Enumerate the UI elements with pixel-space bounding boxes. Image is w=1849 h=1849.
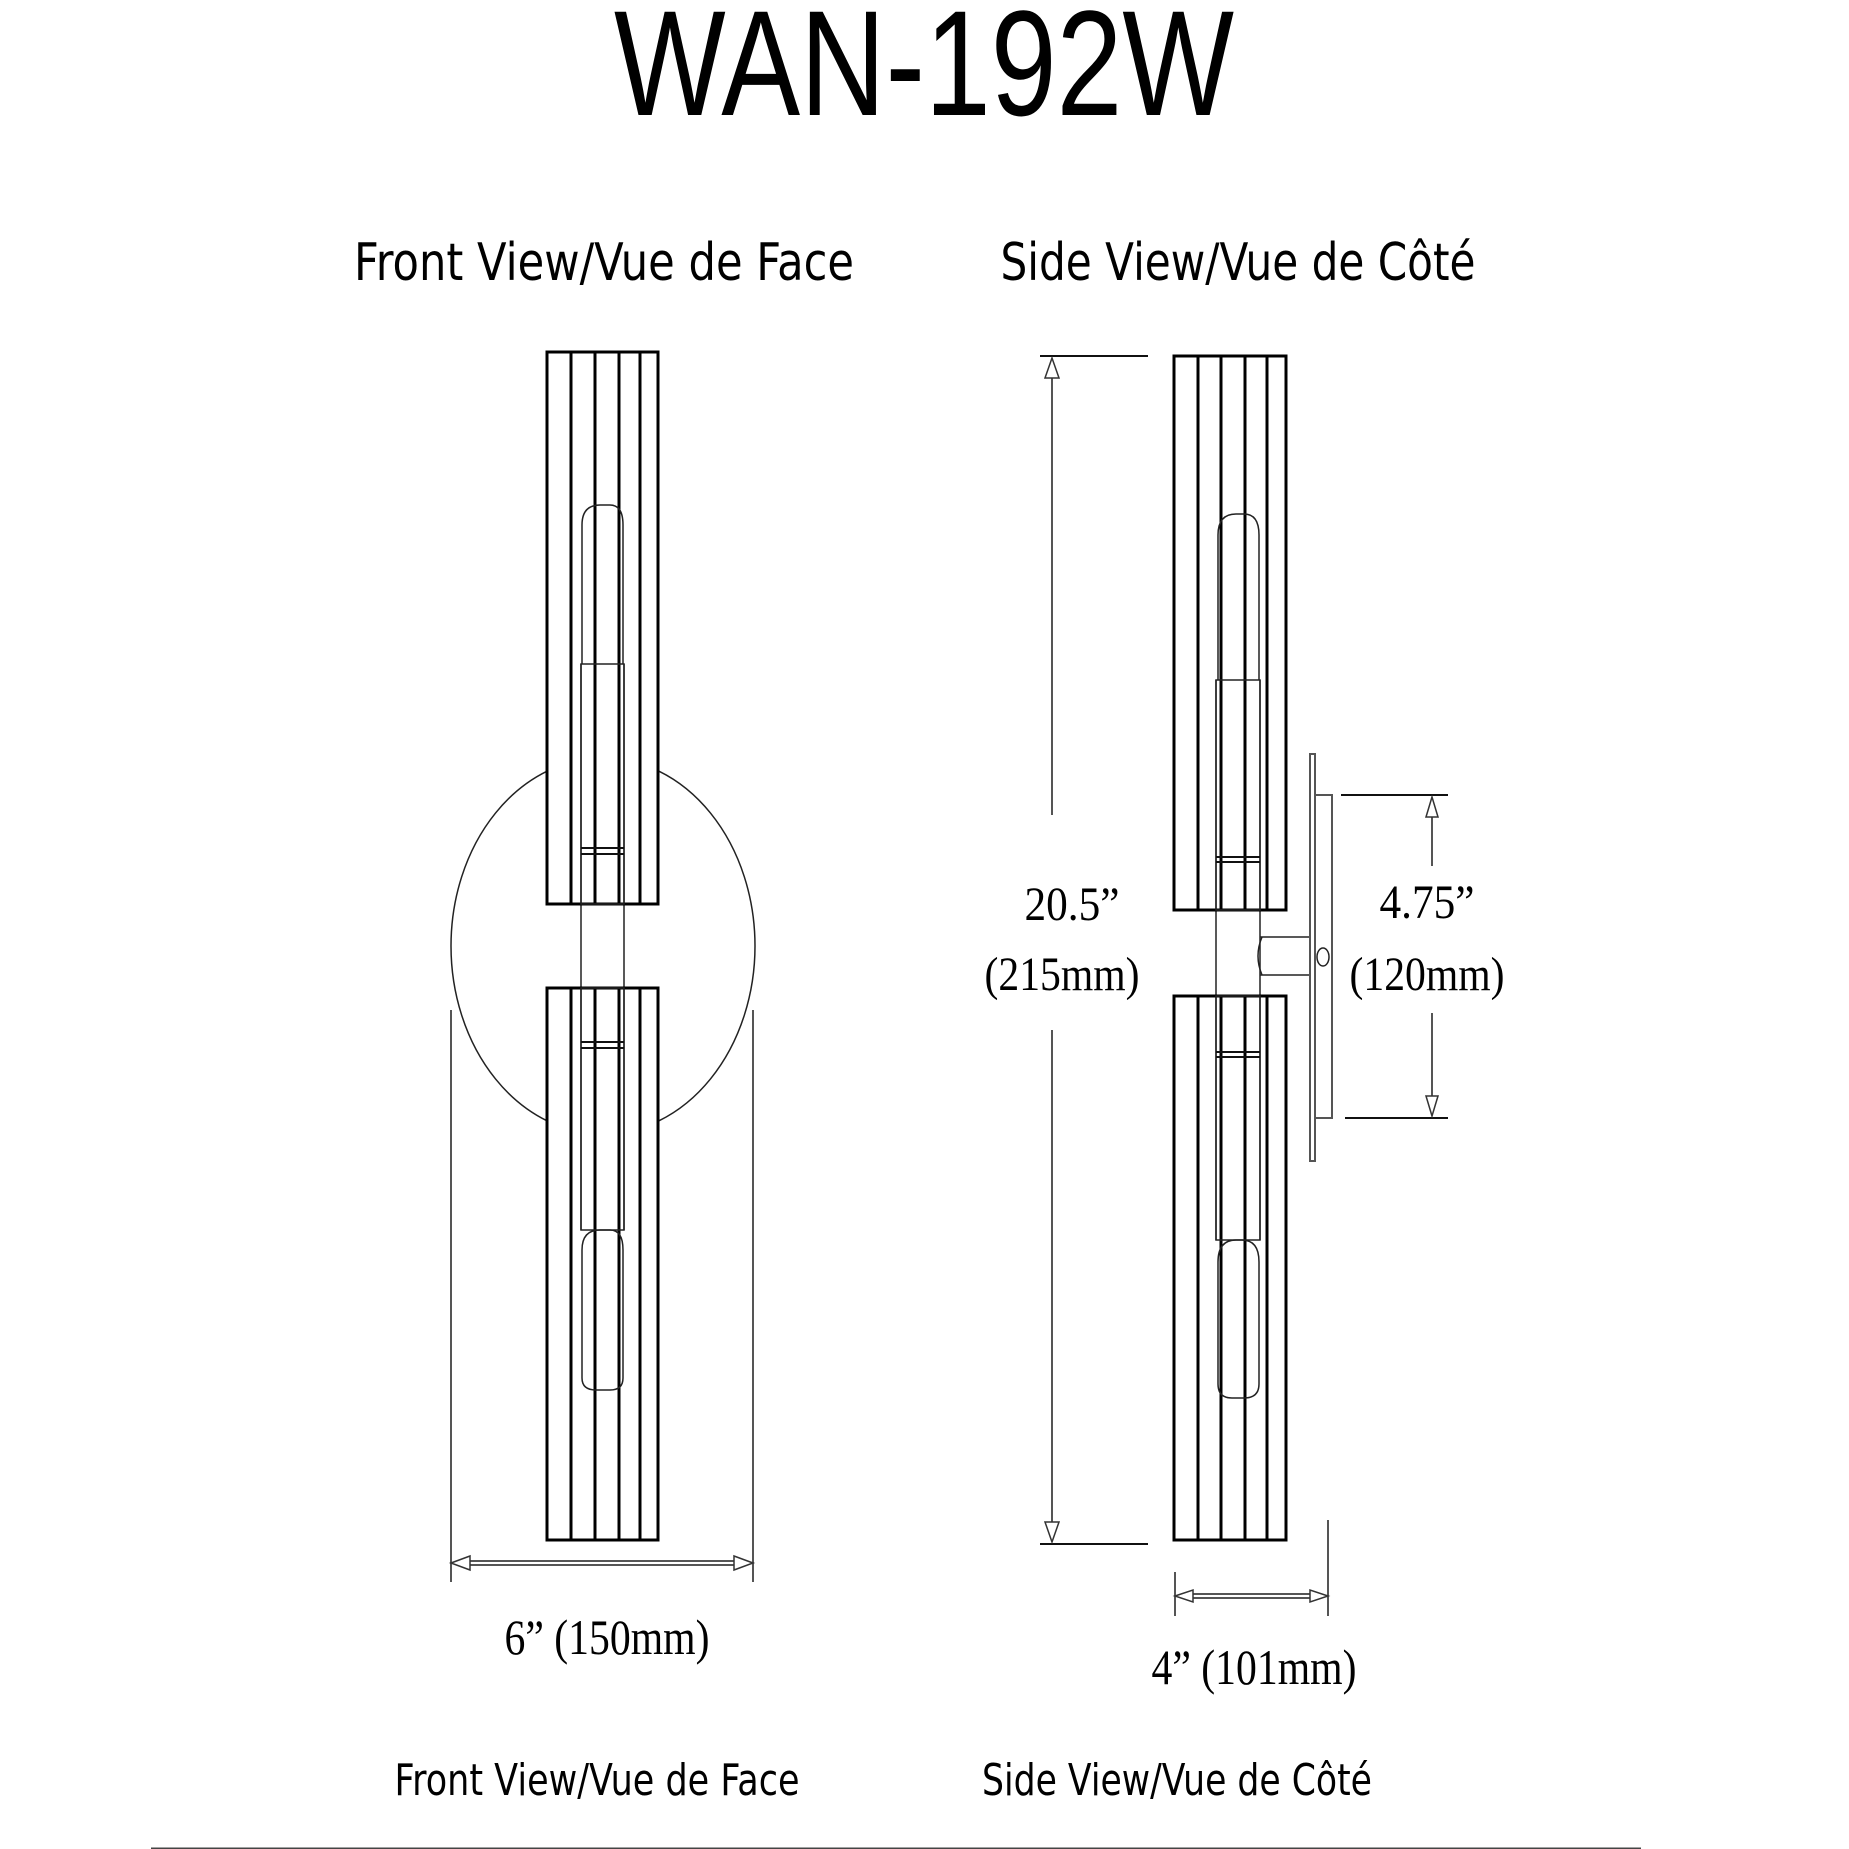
height-mm-label: (215mm)	[985, 948, 1140, 1001]
backplate-height-dimension: 4.75” (120mm)	[1341, 794, 1505, 1119]
side-depth-label: 4” (101mm)	[1152, 1639, 1357, 1695]
product-title: WAN-192W	[614, 0, 1234, 147]
side-arm	[1257, 936, 1309, 976]
backplate-mm-label: (120mm)	[1350, 948, 1505, 1001]
side-wallplate	[1309, 753, 1333, 1162]
front-view-fixture	[450, 350, 756, 1542]
side-view-label-bottom: Side View/Vue de Côté	[982, 1755, 1372, 1806]
side-depth-dimension: 4” (101mm)	[1152, 1520, 1357, 1695]
side-bottom-tube	[1172, 994, 1288, 1542]
front-bottom-tube	[545, 986, 660, 1542]
side-view-fixture	[1172, 354, 1333, 1542]
front-width-dimension: 6” (150mm)	[448, 1010, 756, 1665]
front-view-label-top: Front View/Vue de Face	[354, 233, 854, 293]
side-view-label-top: Side View/Vue de Côté	[1001, 233, 1476, 293]
front-view-label-bottom: Front View/Vue de Face	[395, 1755, 800, 1806]
side-height-dimension: 20.5” (215mm)	[985, 355, 1148, 1545]
height-inches-label: 20.5”	[1025, 878, 1120, 931]
front-width-label: 6” (150mm)	[505, 1609, 710, 1665]
side-top-tube	[1172, 354, 1288, 912]
front-top-tube	[545, 350, 660, 906]
backplate-inches-label: 4.75”	[1380, 876, 1475, 929]
